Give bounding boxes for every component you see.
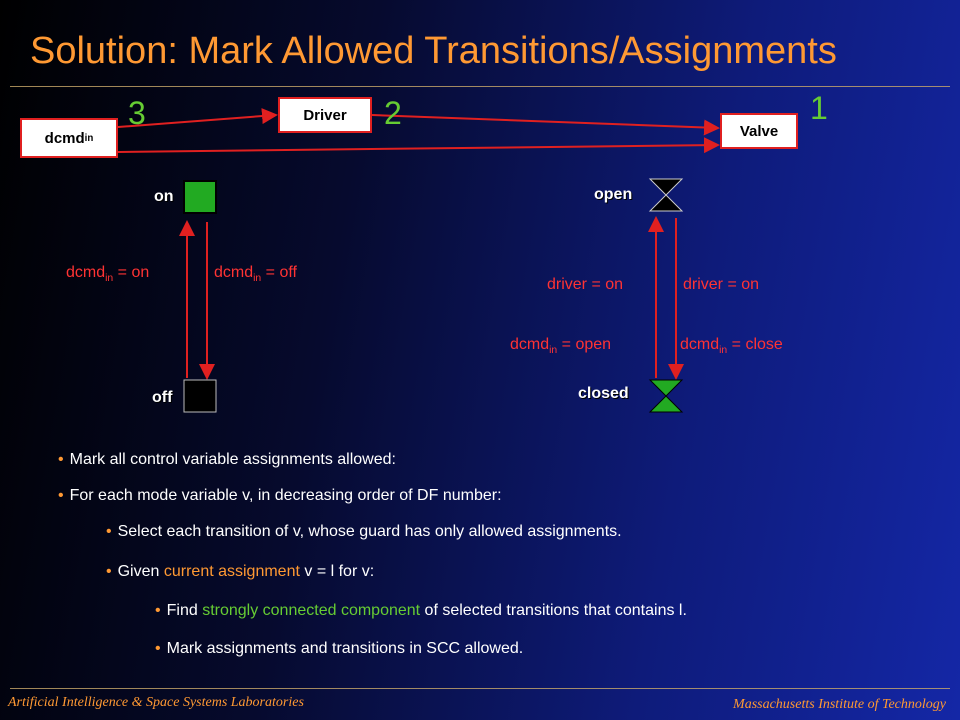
footer-left: Artificial Intelligence & Space Systems … [8, 695, 304, 710]
state-open-icon [648, 178, 684, 212]
guard-dcmd-off-rest: = off [261, 264, 297, 281]
arrow-driver-to-valve [371, 114, 720, 136]
state-off-box [183, 379, 217, 413]
guard-dcmd-open-rest: = open [557, 336, 612, 353]
bullet-highlight: strongly connected component [202, 602, 421, 619]
footer-divider [10, 688, 950, 689]
bullet-dot-icon: • [155, 602, 161, 619]
guard-dcmd-open-base: dcmd [510, 336, 550, 353]
guard-dcmd-on-base: dcmd [66, 264, 106, 281]
bullet-text-post: v = l for v: [299, 563, 375, 580]
guard-dcmd-on: dcmdin = on [66, 264, 149, 284]
page-title: Solution: Mark Allowed Transitions/Assig… [30, 30, 837, 72]
bullet-find-scc: • Find strongly connected component of se… [155, 602, 687, 620]
bullet-select-transitions: • Select each transition of v, whose guar… [106, 523, 622, 541]
guard-dcmd-close-sub: in [719, 345, 728, 357]
guard-dcmd-on-sub: in [105, 273, 114, 285]
guard-dcmd-off-base: dcmd [214, 264, 254, 281]
bullet-dot-icon: • [155, 640, 161, 657]
node-dcmd-subscript: in [84, 132, 94, 144]
arrow-dcmd-to-driver [117, 108, 278, 128]
bullet-text: Mark all control variable assignments al… [69, 451, 396, 468]
bullet-given-current-assignment: • Given current assignment v = l for v: [106, 563, 374, 581]
guard-driver-on-down: driver = on [683, 276, 760, 293]
bullet-text-pre: Given [117, 563, 164, 580]
guard-dcmd-close: dcmdin = close [680, 336, 783, 356]
bullet-text: Select each transition of v, whose guard… [117, 523, 622, 540]
df-number-valve: 1 [810, 90, 828, 126]
bullet-text: For each mode variable v, in decreasing … [69, 487, 502, 504]
bullet-mark-scc-allowed: • Mark assignments and transitions in SCC… [155, 640, 523, 658]
guard-dcmd-close-base: dcmd [680, 336, 720, 353]
bullet-text-post: of selected transitions that contains l. [420, 602, 687, 619]
df-number-driver: 2 [384, 95, 402, 131]
bullet-for-each-mode-variable: • For each mode variable v, in decreasing… [58, 487, 502, 505]
bullet-text: Mark assignments and transitions in SCC … [166, 640, 524, 657]
footer-right: Massachusetts Institute of Technology [733, 697, 946, 712]
state-closed-icon [648, 379, 684, 413]
state-open-label: open [594, 186, 633, 203]
bullet-mark-assignments: • Mark all control variable assignments a… [58, 451, 396, 469]
bullet-highlight: current assignment [163, 563, 300, 580]
bullet-dot-icon: • [58, 487, 64, 504]
guard-dcmd-on-rest: = on [113, 264, 150, 281]
guard-dcmd-close-rest: = close [727, 336, 783, 353]
node-valve: Valve [720, 113, 798, 149]
bullet-dot-icon: • [58, 451, 64, 468]
state-on-box [183, 180, 217, 214]
state-off-label: off [152, 389, 173, 406]
bullet-dot-icon: • [106, 563, 112, 580]
bullet-text-pre: Find [166, 602, 203, 619]
arrow-dcmd-to-valve [117, 137, 720, 154]
df-number-dcmd: 3 [128, 95, 146, 131]
guard-driver-on-up: driver = on [547, 276, 624, 293]
guard-dcmd-open-sub: in [549, 345, 558, 357]
bullet-dot-icon: • [106, 523, 112, 540]
guard-dcmd-off-sub: in [253, 273, 262, 285]
guard-dcmd-open: dcmdin = open [510, 336, 611, 356]
guard-dcmd-off: dcmdin = off [214, 264, 297, 284]
state-closed-label: closed [578, 385, 629, 402]
state-on-label: on [154, 188, 174, 205]
title-divider [10, 86, 950, 87]
node-driver: Driver [278, 97, 372, 133]
node-dcmd-label: dcmd [44, 129, 85, 147]
